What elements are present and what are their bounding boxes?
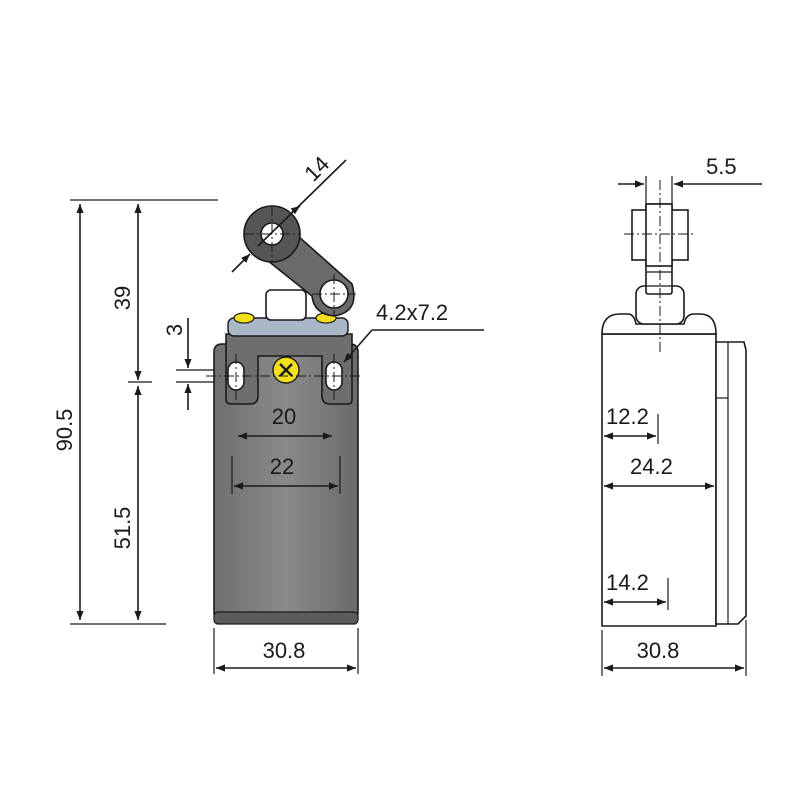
dim-depth-a: 12.2 <box>606 404 649 429</box>
dim-lower-height: 51.5 <box>110 507 135 550</box>
dim-roller-diameter: 14 <box>299 151 334 186</box>
dim-small-step: 3 <box>162 324 187 336</box>
dim-slot-size: 4.2x7.2 <box>376 300 448 325</box>
dim-hole-spacing-outer: 22 <box>270 454 294 479</box>
front-view: 90.5 39 51.5 3 14 4.2x7.2 20 22 <box>52 151 484 674</box>
dim-depth-b: 24.2 <box>630 454 673 479</box>
dim-upper-height: 39 <box>110 286 135 310</box>
body-bottom-edge <box>213 611 359 625</box>
dim-depth-c: 14.2 <box>606 570 649 595</box>
side-view: 5.5 12.2 24.2 14.2 30.8 <box>601 154 762 676</box>
plunger <box>265 289 307 321</box>
side-roller-core <box>645 203 673 267</box>
cap-screw-left <box>233 312 255 324</box>
dim-hole-spacing-inner: 20 <box>272 404 296 429</box>
side-cover <box>715 341 747 625</box>
switch-head <box>225 333 353 405</box>
dim-overall-height: 90.5 <box>52 409 77 452</box>
dim-lever-width: 5.5 <box>706 154 737 179</box>
screw-cross-icon <box>279 363 293 377</box>
dim-side-body-width: 30.8 <box>637 638 680 663</box>
dim-front-body-width: 30.8 <box>263 638 306 663</box>
